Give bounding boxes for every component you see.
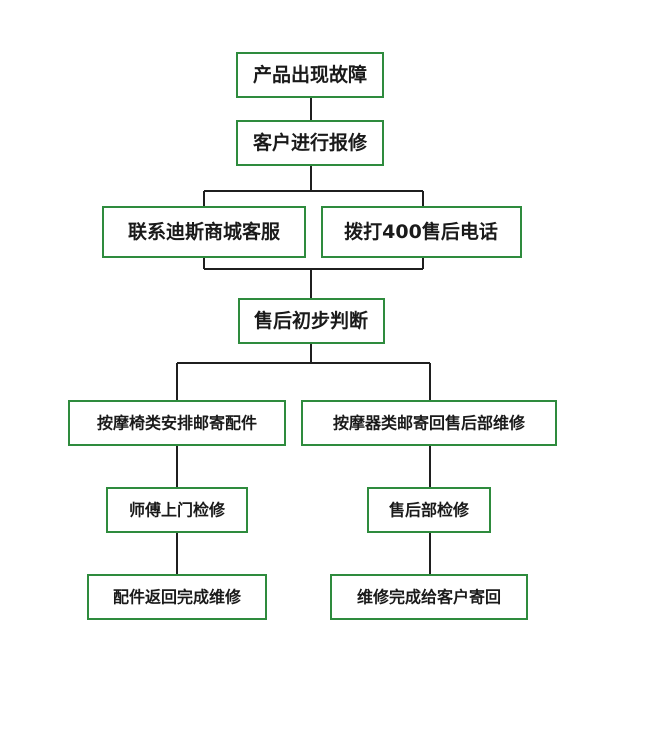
node-dept-repair: 售后部检修 [367, 487, 491, 533]
node-label: 按摩椅类安排邮寄配件 [97, 414, 257, 433]
node-label: 按摩器类邮寄回售后部维修 [333, 414, 526, 433]
node-repair-return-customer: 维修完成给客户寄回 [330, 574, 528, 620]
node-chair-mail-parts: 按摩椅类安排邮寄配件 [68, 400, 286, 446]
node-device-mail-back: 按摩器类邮寄回售后部维修 [301, 400, 557, 446]
node-label: 维修完成给客户寄回 [357, 588, 501, 607]
node-label: 产品出现故障 [253, 63, 367, 86]
node-label: 售后初步判断 [253, 309, 368, 332]
node-customer-report: 客户进行报修 [236, 120, 384, 166]
node-product-fault: 产品出现故障 [236, 52, 384, 98]
node-call-hotline: 拨打400售后电话 [321, 206, 522, 258]
node-label: 售后部检修 [389, 501, 470, 520]
node-label: 拨打400售后电话 [344, 220, 498, 243]
node-onsite-repair: 师傅上门检修 [106, 487, 248, 533]
node-label: 联系迪斯商城客服 [128, 220, 281, 243]
node-label: 配件返回完成维修 [113, 588, 242, 607]
node-parts-return-repair: 配件返回完成维修 [87, 574, 267, 620]
node-initial-judgement: 售后初步判断 [238, 298, 385, 344]
node-label: 师傅上门检修 [129, 501, 226, 520]
node-contact-customer-service: 联系迪斯商城客服 [102, 206, 306, 258]
connectors [176, 97, 431, 575]
node-label: 客户进行报修 [253, 131, 368, 154]
